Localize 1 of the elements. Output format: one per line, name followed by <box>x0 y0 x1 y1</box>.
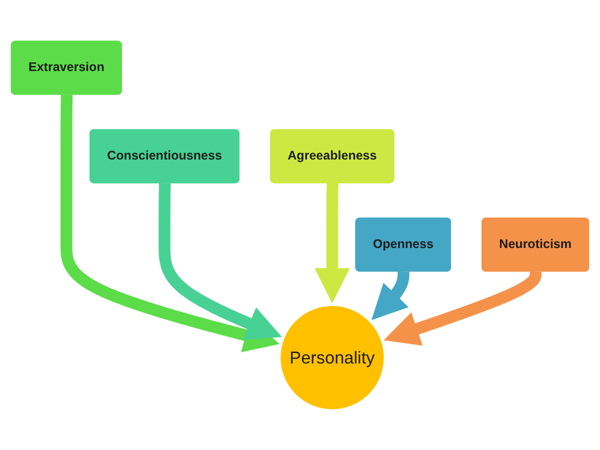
node-circle: Personality <box>280 306 384 410</box>
